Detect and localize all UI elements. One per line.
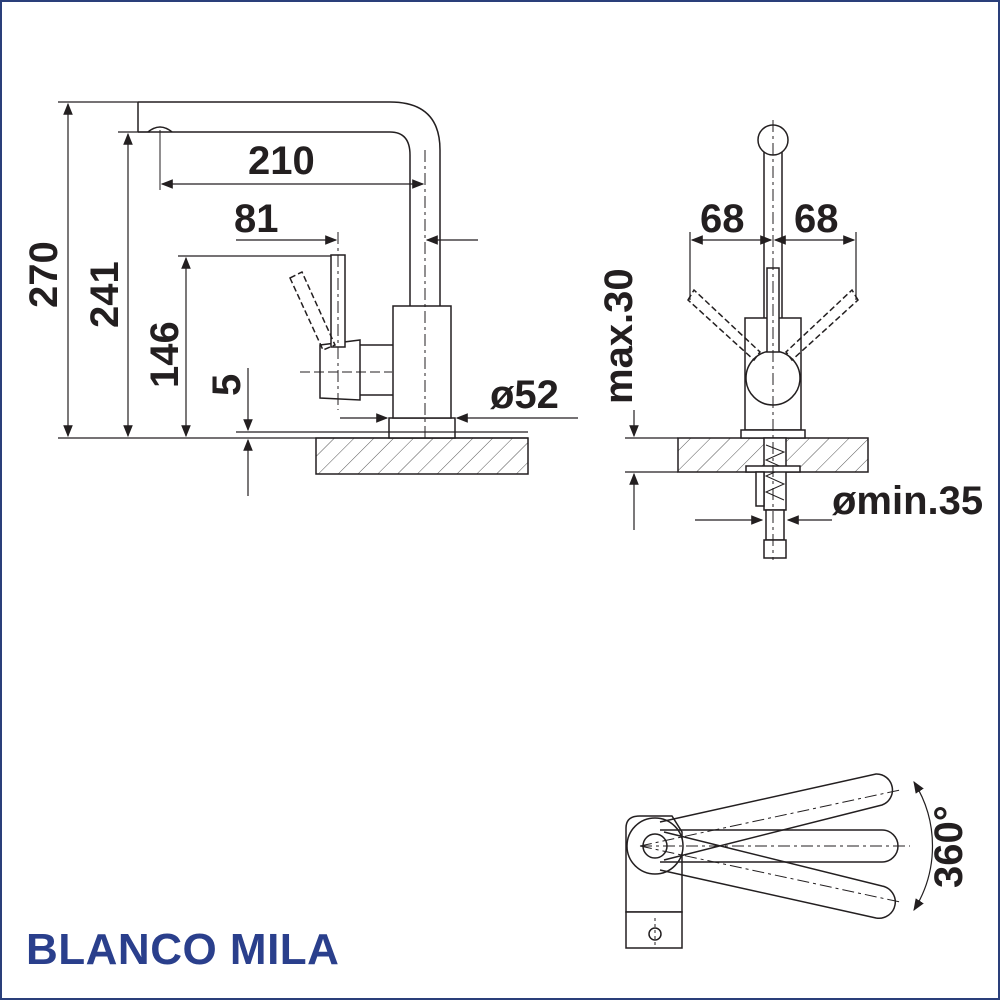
- rotation-arc: [913, 780, 934, 912]
- product-title: BLANCO MILA: [26, 925, 340, 974]
- lever-left-position: [687, 288, 762, 362]
- dim-base-diameter: ø52: [490, 373, 559, 417]
- dim-5: 5: [205, 374, 249, 396]
- dim-270: 270: [22, 241, 66, 308]
- spout-outer: [138, 101, 441, 306]
- faucet-base: [388, 417, 456, 439]
- faucet-body: [392, 305, 452, 419]
- dim-241: 241: [83, 261, 127, 328]
- top-view: [625, 773, 910, 949]
- hose-fitting: [765, 509, 785, 541]
- side-dimensions: [58, 101, 578, 496]
- lever-tilted: [289, 270, 337, 351]
- dim-146: 146: [143, 321, 187, 388]
- worktop-side: [315, 437, 529, 475]
- dim-rotation: 360°: [927, 805, 971, 888]
- aerator: [147, 126, 173, 133]
- spout-position-down: [659, 831, 897, 920]
- dim-81: 81: [234, 197, 279, 241]
- dim-68-right: 68: [794, 197, 839, 241]
- front-view: [677, 120, 869, 560]
- dim-210: 210: [248, 139, 315, 183]
- dim-68-left: 68: [700, 197, 745, 241]
- dim-hole-min: ømin.35: [832, 479, 983, 523]
- spout-inner: [138, 131, 411, 306]
- lever-block: [319, 339, 361, 401]
- spout-position-up: [659, 773, 894, 861]
- dim-worktop-max: max.30: [597, 268, 641, 404]
- lever-right-position: [784, 288, 859, 362]
- top-pivot: [626, 817, 684, 875]
- front-dimensions: [625, 232, 857, 530]
